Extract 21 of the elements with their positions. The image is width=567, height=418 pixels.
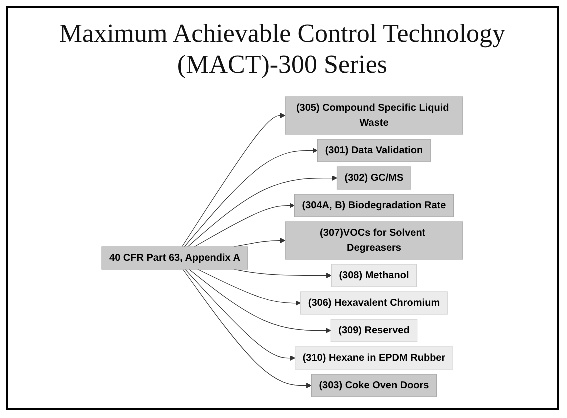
- arrow: [182, 269, 312, 388]
- diagram-title: Maximum Achievable Control Technology (MACT)-300 Series: [58, 18, 507, 80]
- node-box: (306) Hexavalent Chromium: [300, 292, 448, 315]
- node-box: (305) Compound Specific Liquid Waste: [285, 96, 464, 135]
- node-box: (308) Methanol: [331, 264, 418, 288]
- node-box: (310) Hexane in EPDM Rubber: [295, 346, 454, 370]
- node-box: (301) Data Validation: [318, 139, 431, 162]
- node-box: (303) Coke Oven Doors: [311, 374, 438, 398]
- arrow: [198, 269, 302, 306]
- arrow: [184, 148, 318, 248]
- arrow: [194, 203, 296, 248]
- arrow: [185, 269, 296, 361]
- node-box: (304A, B) Biodegradation Rate: [294, 194, 454, 218]
- arrow: [188, 269, 332, 334]
- arrow: [182, 113, 286, 248]
- node-box: (307)VOCs for Solvent Degreasers: [285, 222, 464, 260]
- arrow: [188, 176, 338, 248]
- node-box: (309) Reserved: [330, 319, 418, 342]
- node-box: (302) GC/MS: [336, 166, 412, 190]
- arrow: [234, 238, 286, 248]
- node-box: 40 CFR Part 63, Appendix A: [102, 246, 248, 270]
